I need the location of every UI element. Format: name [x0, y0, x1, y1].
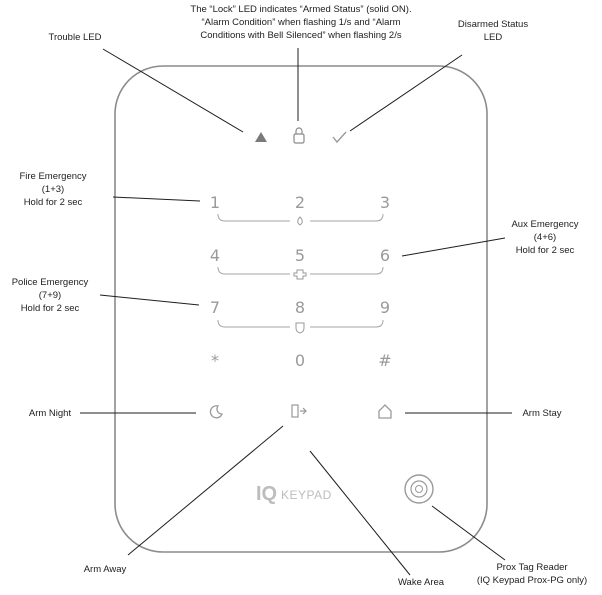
- wake-area-callout: Wake Area: [397, 577, 445, 588]
- key-4[interactable]: 4: [210, 246, 220, 265]
- aux-emergency-callout: Aux Emergency (4+6) Hold for 2 sec: [511, 219, 579, 256]
- arm-stay-callout: Arm Stay: [522, 408, 562, 419]
- fire-icon: [297, 216, 303, 226]
- key-0[interactable]: 0: [295, 351, 305, 370]
- disarmed-check-icon: [332, 131, 347, 144]
- iq-keypad-logo: IQ KEYPAD: [256, 483, 332, 505]
- leader-police: [99, 294, 200, 306]
- arm-away-callout: Arm Away: [83, 564, 127, 575]
- svg-text:KEYPAD: KEYPAD: [281, 488, 332, 502]
- key-3[interactable]: 3: [380, 193, 390, 212]
- key-1[interactable]: 1: [210, 193, 220, 212]
- aux-cross-icon: [293, 269, 307, 280]
- svg-text:IQ: IQ: [256, 483, 277, 505]
- key-5[interactable]: 5: [295, 246, 305, 265]
- lock-led-icon: [293, 127, 305, 144]
- arm-away-icon[interactable]: [291, 404, 307, 418]
- aux-emergency-bracket: [217, 266, 384, 275]
- prox-reader-icon: [404, 474, 434, 504]
- leader-trouble: [102, 48, 244, 133]
- key-9[interactable]: 9: [380, 298, 390, 317]
- disarmed-led-callout: Disarmed Status LED: [457, 19, 529, 43]
- leader-arm-away: [127, 425, 284, 556]
- arm-night-icon[interactable]: [209, 405, 223, 419]
- keypad-body: [114, 65, 488, 553]
- fire-emergency-callout: Fire Emergency (1+3) Hold for 2 sec: [19, 171, 87, 208]
- trouble-led-callout: Trouble LED: [48, 32, 102, 43]
- key-7[interactable]: 7: [210, 298, 220, 317]
- leader-prox: [431, 505, 506, 561]
- arm-stay-home-icon[interactable]: [378, 404, 392, 419]
- key-6[interactable]: 6: [380, 246, 390, 265]
- trouble-led-icon: [255, 132, 267, 142]
- police-emergency-callout: Police Emergency (7+9) Hold for 2 sec: [11, 277, 89, 314]
- prox-reader-callout: Prox Tag Reader (IQ Keypad Prox-PG only): [476, 562, 588, 586]
- police-shield-icon: [295, 322, 305, 334]
- arm-night-callout: Arm Night: [28, 408, 72, 419]
- leader-disarmed: [349, 54, 463, 132]
- lock-led-callout: The “Lock” LED indicates “Armed Status” …: [190, 4, 412, 41]
- leader-wake: [309, 450, 411, 576]
- key-8[interactable]: 8: [295, 298, 305, 317]
- key-star[interactable]: *: [211, 351, 219, 370]
- leader-aux: [401, 237, 506, 257]
- police-emergency-bracket: [217, 319, 384, 328]
- key-hash[interactable]: #: [378, 351, 391, 370]
- leader-fire: [112, 196, 201, 202]
- fire-emergency-bracket: [217, 213, 384, 222]
- key-2[interactable]: 2: [295, 193, 305, 212]
